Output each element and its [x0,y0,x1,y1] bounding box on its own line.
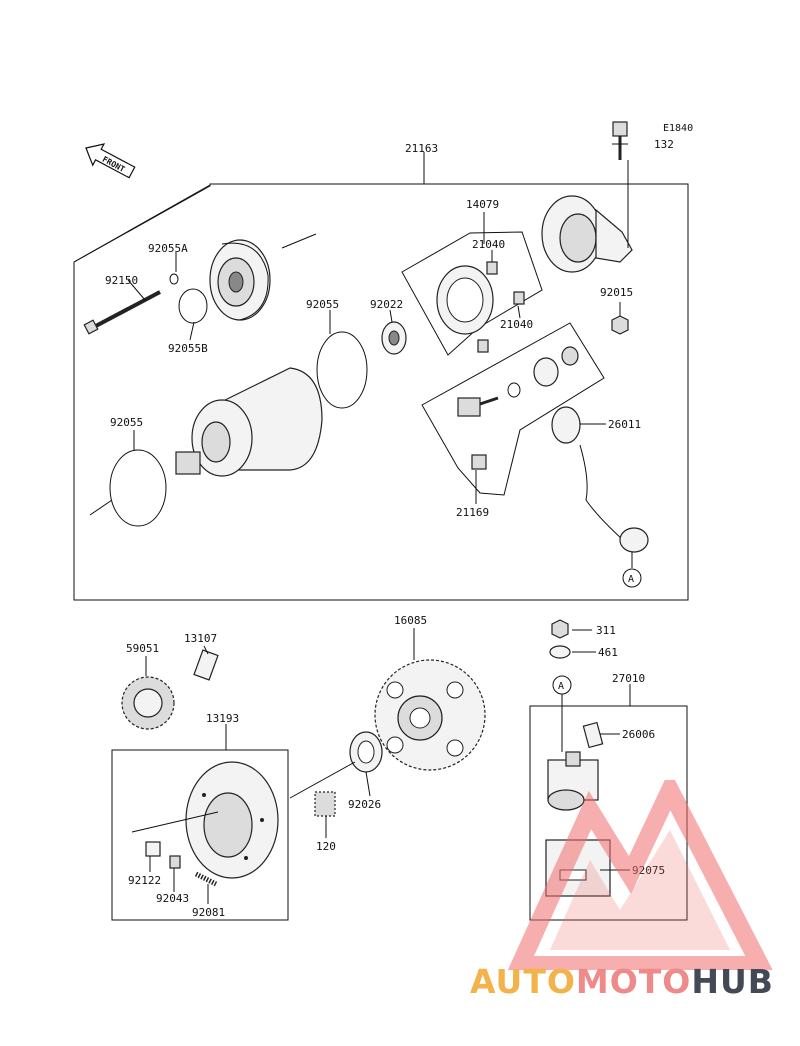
callout-92055-mid: 92055 [306,298,339,311]
callout-59051: 59051 [126,642,159,655]
part-washer-461 [549,645,571,659]
callout-92055b: 92055B [168,342,208,355]
part-washer-92022 [381,321,407,355]
part-brush-plate [436,265,494,353]
callout-92015: 92015 [600,286,633,299]
part-roller-92122 [145,841,161,857]
marker-a-upper-label: A [628,574,634,585]
callout-92150: 92150 [105,274,138,287]
callout-21040-bottom: 21040 [500,318,533,331]
brand-wordmark: AUTOMOTOHUB [470,962,774,1001]
part-o-ring-large-left [109,449,167,527]
callout-21040-top: 21040 [472,238,505,251]
callout-26011: 26011 [608,418,641,431]
callout-92043: 92043 [156,892,189,905]
drawing-code: E1840 [663,123,693,134]
callout-311: 311 [596,624,616,637]
callout-92122: 92122 [128,874,161,887]
brand-logo-icon [507,780,773,970]
part-brush-b [513,291,525,305]
part-spring-92081 [194,871,218,887]
callout-132: 132 [654,138,674,151]
callout-120: 120 [316,840,336,853]
part-through-bolt [83,290,161,335]
part-armature-yoke [175,367,323,477]
marker-circle-a-upper [622,568,642,588]
callout-92022: 92022 [370,298,403,311]
part-o-ring-a [169,273,179,285]
part-idle-gear-59051 [121,676,175,730]
part-o-ring-small [178,288,208,324]
callout-21163: 21163 [405,142,438,155]
callout-26006: 26006 [622,728,655,741]
part-fuse-26006 [582,721,604,749]
part-washer-92026 [349,731,383,773]
starter-motor-assembly-frame [73,183,689,601]
callout-27010: 27010 [612,672,645,685]
callout-14079: 14079 [466,198,499,211]
part-o-ring-large-mid [316,331,368,409]
brand-part-hub: HUB [691,962,774,1001]
part-starter-clutch [185,761,279,879]
part-bolt-132 [612,121,628,160]
callout-13193: 13193 [206,712,239,725]
callout-461: 461 [598,646,618,659]
callout-92026: 92026 [348,798,381,811]
callout-13107: 13107 [184,632,217,645]
marker-a-lower-label: A [558,681,564,692]
brand-part-moto: MOTO [575,962,692,1001]
brand-part-auto: AUTO [470,962,576,1001]
callout-16085: 16085 [394,614,427,627]
part-nut-311 [551,619,569,639]
front-arrow-icon: FRONT [85,143,136,179]
callout-92081: 92081 [192,906,225,919]
part-nut-92015 [611,315,629,335]
brush-holder-frame [421,322,605,496]
part-brush-holder [457,346,579,470]
part-shaft-13107 [193,649,219,681]
part-gear-120 [314,791,336,817]
brush-plate-frame [401,231,543,356]
part-cable-26011 [551,406,649,553]
leader-lines [127,143,633,904]
marker-circle-a-lower [552,675,572,695]
callout-92055a: 92055A [148,242,188,255]
callout-21169: 21169 [456,506,489,519]
part-front-cover [209,239,271,321]
part-pin-92043 [169,855,181,869]
part-brush-a [486,261,498,275]
starter-clutch-frame [111,749,289,921]
part-rear-cover [541,195,633,273]
callout-92055-left: 92055 [110,416,143,429]
part-starter-gear-16085 [374,659,486,771]
